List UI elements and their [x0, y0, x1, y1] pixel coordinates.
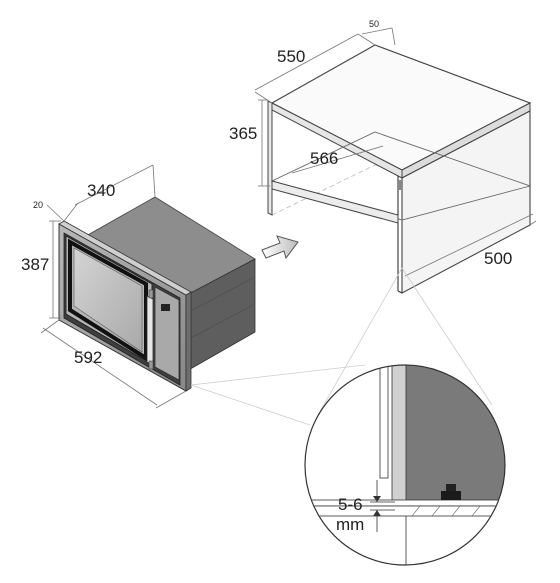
trim-frame-detail — [391, 365, 407, 511]
door-window — [73, 247, 143, 353]
microwave-depth-label: 340 — [87, 181, 115, 200]
microwave-frame-label: 20 — [33, 200, 43, 210]
insert-direction-arrow — [261, 235, 299, 260]
microwave-dimensions — [40, 164, 187, 409]
cabinet-depth-label: 500 — [484, 249, 512, 268]
cabinet-opening-height-label: 365 — [229, 124, 257, 143]
door-window-border — [68, 238, 148, 362]
detail-projection-lines — [190, 267, 493, 426]
cabinet-opening-width-label: 566 — [310, 149, 338, 168]
gap-unit-label: mm — [336, 515, 364, 534]
oven-foot — [441, 491, 461, 500]
microwave-height-label: 387 — [21, 255, 49, 274]
microwave-width-label: 592 — [74, 348, 102, 367]
shelf-detail — [305, 505, 505, 517]
microwave-oven — [58, 196, 256, 392]
control-panel — [154, 286, 180, 381]
door-handle — [146, 295, 154, 366]
cabinet — [267, 44, 532, 294]
display-window — [161, 304, 170, 311]
cabinet-top-depth-label: 550 — [277, 47, 305, 66]
detail-magnifier — [304, 364, 506, 566]
cabinet-dimensions — [254, 27, 537, 277]
cabinet-shelf — [271, 180, 399, 224]
gap-value-label: 5-6 — [338, 495, 363, 514]
cabinet-corner-label: 50 — [369, 19, 379, 29]
detail-circle-outline — [304, 364, 506, 566]
